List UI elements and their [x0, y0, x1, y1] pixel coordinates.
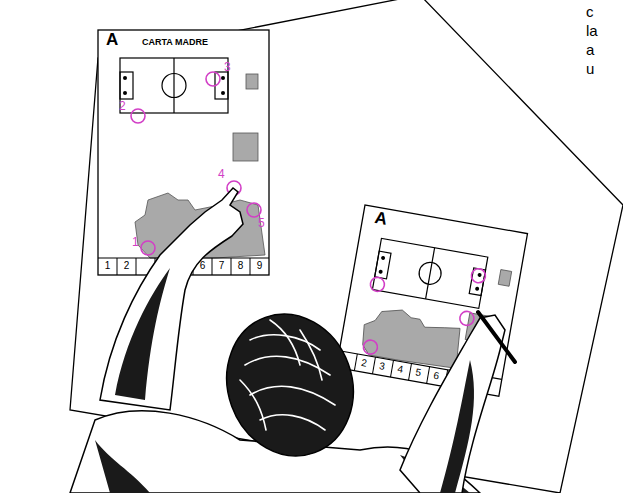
strip-number: 5 [415, 366, 422, 378]
person [70, 188, 515, 493]
card-letter: A [373, 209, 388, 230]
strip-number: 3 [379, 360, 386, 372]
strip-number: 9 [257, 260, 263, 271]
map-card: A CARTA MADRE [98, 30, 269, 275]
map-card: A [336, 205, 527, 396]
strip-number: 6 [200, 260, 206, 271]
callout-number: 1 [132, 236, 139, 249]
cut-text: la [586, 23, 598, 40]
sheet [70, 0, 623, 493]
football-field [120, 58, 228, 113]
number-strip: 23456 [336, 205, 527, 396]
copy-card [336, 205, 527, 396]
strip-number: 1 [105, 260, 111, 271]
strip-number: 6 [433, 370, 440, 382]
cut-text: u [586, 61, 594, 78]
card-title: CARTA MADRE [142, 38, 208, 48]
cut-text: c [586, 4, 594, 21]
pen [478, 312, 515, 362]
right-arm [400, 315, 505, 493]
strip-number: 4 [397, 363, 404, 375]
strip-number: 2 [360, 357, 367, 369]
callout-number: 5 [258, 217, 265, 230]
callout-number: 4 [218, 168, 225, 181]
building [233, 133, 258, 161]
strip-number: 8 [238, 260, 244, 271]
card-letter: A [106, 31, 118, 50]
strip-number: 7 [219, 260, 225, 271]
head [207, 296, 373, 474]
building [246, 74, 258, 89]
callout-number: 3 [224, 61, 231, 74]
left-arm [100, 188, 243, 410]
strip-number: 2 [124, 260, 130, 271]
callout-number: 2 [119, 100, 126, 113]
cut-text: a [586, 42, 594, 59]
